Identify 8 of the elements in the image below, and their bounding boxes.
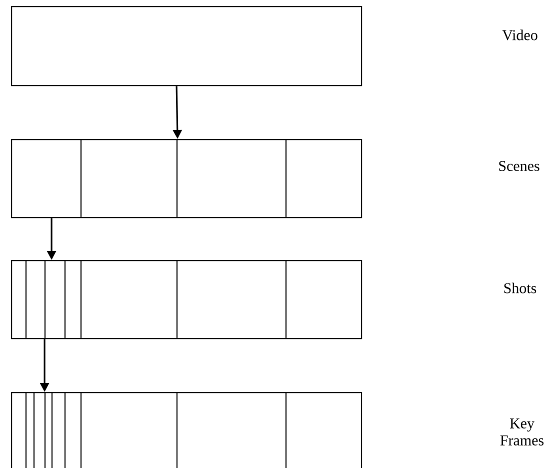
level-label: Shots xyxy=(504,282,536,294)
segmented-bar xyxy=(11,392,362,468)
segmented-bar xyxy=(11,138,362,218)
level-label: Key Frames xyxy=(500,418,544,446)
level-label: Video xyxy=(502,30,538,40)
video-box xyxy=(11,6,362,86)
segmented-bar xyxy=(11,260,362,340)
level-label: Scenes xyxy=(499,160,540,172)
